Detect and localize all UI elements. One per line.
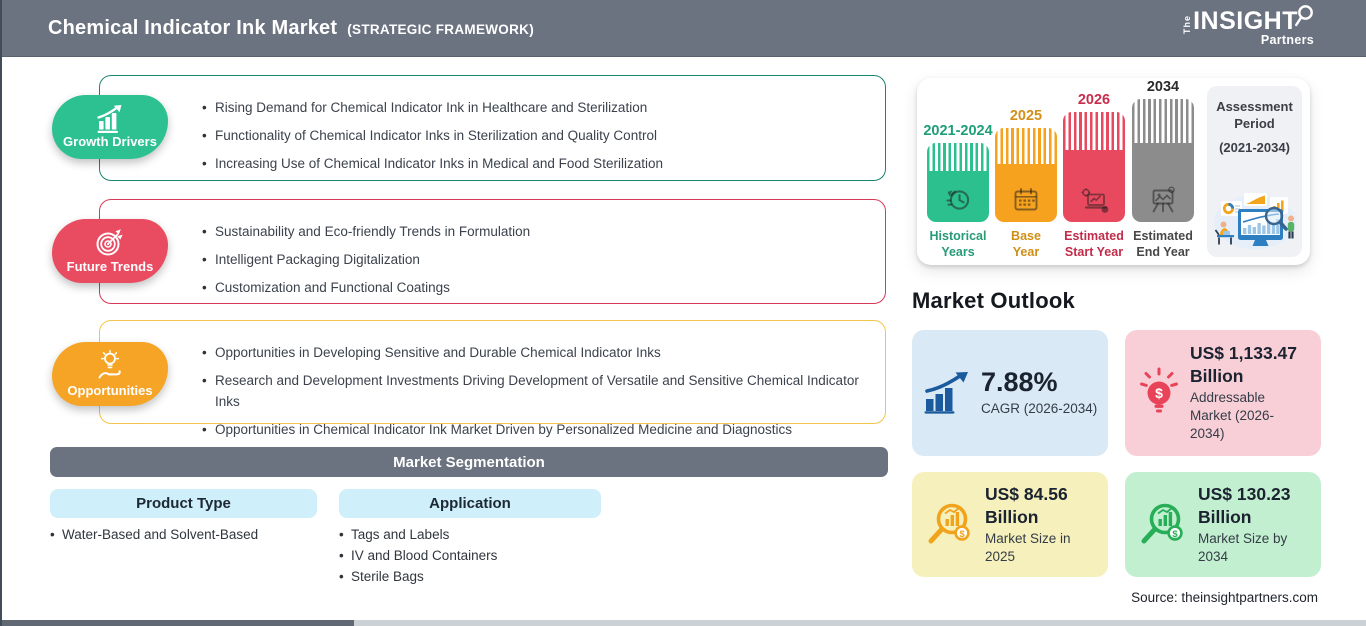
assessment-timeline-card: 2021-2024 2025 2026 2034 bbox=[917, 78, 1310, 265]
list-item: Water-Based and Solvent-Based bbox=[50, 524, 258, 545]
laptop-gear-icon bbox=[1081, 188, 1109, 213]
addressable-market-desc: Addressable Market (2026-2034) bbox=[1190, 389, 1275, 442]
opportunities-badge: Opportunities bbox=[52, 342, 168, 406]
bullet-item: Customization and Functional Coatings bbox=[202, 277, 867, 298]
calendar-icon bbox=[1014, 188, 1038, 211]
card-text: US$ 84.56 Billion Market Size in 2025 bbox=[985, 483, 1100, 566]
application-list: Tags and Labels IV and Blood Containers … bbox=[339, 524, 497, 587]
cagr-desc: CAGR (2026-2034) bbox=[981, 401, 1098, 417]
scrollbar-thumb[interactable] bbox=[2, 620, 354, 626]
bar-stripe-cap bbox=[927, 143, 989, 171]
presentation-board-icon bbox=[1152, 186, 1175, 213]
timeline-bar-start-year bbox=[1063, 112, 1125, 222]
analytics-illustration bbox=[1214, 193, 1296, 249]
card-text: US$ 1,133.47 Billion Addressable Market … bbox=[1190, 342, 1308, 443]
timeline-bar-historical bbox=[927, 143, 989, 222]
bullet-item: Intelligent Packaging Digitalization bbox=[202, 249, 867, 270]
badge-label: Opportunities bbox=[67, 383, 153, 398]
svg-text:$: $ bbox=[1172, 529, 1178, 540]
growth-drivers-box: Rising Demand for Chemical Indicator Ink… bbox=[99, 75, 886, 181]
cagr-value: 7.88% bbox=[981, 366, 1058, 397]
bullet-item: Research and Development Investments Dri… bbox=[202, 370, 867, 412]
bullet-item: Opportunities in Chemical Indicator Ink … bbox=[202, 419, 867, 440]
assessment-period-panel: Assessment Period (2021-2034) bbox=[1207, 86, 1302, 257]
svg-text:$: $ bbox=[1155, 385, 1163, 401]
bulb-hand-icon bbox=[98, 350, 121, 379]
brand-logo: The INSIGHT Partners bbox=[1182, 5, 1314, 47]
bullet-item: Rising Demand for Chemical Indicator Ink… bbox=[202, 97, 867, 118]
bar-body bbox=[927, 171, 989, 222]
bullet-item: Functionality of Chemical Indicator Inks… bbox=[202, 125, 867, 146]
source-attribution: Source: theinsightpartners.com bbox=[1131, 590, 1318, 605]
history-clock-icon bbox=[946, 190, 970, 210]
badge-label: Growth Drivers bbox=[63, 134, 157, 149]
future-trends-box: Sustainability and Eco-friendly Trends i… bbox=[99, 199, 886, 304]
timeline-year-label: 2021-2024 bbox=[923, 123, 993, 139]
list-item: Tags and Labels bbox=[339, 524, 497, 545]
badge-label: Future Trends bbox=[66, 259, 154, 274]
growth-drivers-badge: Growth Drivers bbox=[52, 95, 168, 159]
market-outlook-title: Market Outlook bbox=[912, 288, 1075, 313]
addressable-market-card: $ US$ 1,133.47 Billion Addressable Marke… bbox=[1125, 330, 1321, 456]
bar-body bbox=[995, 164, 1057, 222]
horizontal-scrollbar[interactable] bbox=[2, 620, 1366, 626]
magnifier-chart-icon: $ bbox=[1137, 500, 1189, 550]
future-trends-list: Sustainability and Eco-friendly Trends i… bbox=[100, 200, 885, 298]
timeline-year-label: 2025 bbox=[1009, 108, 1043, 124]
page-title: Chemical Indicator Ink Market bbox=[48, 16, 338, 39]
future-trends-badge: Future Trends bbox=[52, 219, 168, 283]
cagr-card: 7.88% CAGR (2026-2034) bbox=[912, 330, 1108, 456]
bar-chart-growth-icon bbox=[97, 105, 122, 133]
assessment-period-range: (2021-2034) bbox=[1219, 139, 1290, 155]
logo-partners-text: Partners bbox=[1260, 33, 1314, 47]
market-size-2025-value: US$ 84.56 Billion bbox=[985, 484, 1068, 527]
market-size-2025-card: $ US$ 84.56 Billion Market Size in 2025 bbox=[912, 472, 1108, 577]
timeline-year-label: 2034 bbox=[1146, 79, 1180, 95]
market-size-2034-value: US$ 130.23 Billion bbox=[1198, 484, 1291, 527]
header: Chemical Indicator Ink Market (STRATEGIC… bbox=[2, 0, 1366, 57]
growth-drivers-list: Rising Demand for Chemical Indicator Ink… bbox=[100, 76, 885, 174]
dollar-bulb-icon: $ bbox=[1137, 366, 1181, 420]
logo-main: INSIGHT Partners bbox=[1193, 5, 1314, 47]
bar-body bbox=[1132, 143, 1194, 222]
application-header: Application bbox=[339, 489, 601, 518]
timeline-bar-end-year bbox=[1132, 99, 1194, 222]
logo-insight-text: INSIGHT bbox=[1193, 7, 1298, 35]
market-segmentation-header: Market Segmentation bbox=[50, 447, 888, 477]
opportunities-box: Opportunities in Developing Sensitive an… bbox=[99, 320, 886, 440]
svg-text:$: $ bbox=[959, 529, 965, 540]
magnifier-chart-icon: $ bbox=[924, 500, 976, 550]
list-item: IV and Blood Containers bbox=[339, 545, 497, 566]
growth-arrow-chart-icon bbox=[924, 372, 972, 414]
card-text: US$ 130.23 Billion Market Size by 2034 bbox=[1198, 483, 1313, 566]
timeline-bar-base-year bbox=[995, 128, 1057, 222]
product-type-header: Product Type bbox=[50, 489, 317, 518]
bar-body bbox=[1063, 150, 1125, 222]
logo-the-text: The bbox=[1182, 15, 1193, 35]
target-dart-icon bbox=[96, 229, 123, 256]
addressable-market-value: US$ 1,133.47 Billion bbox=[1190, 343, 1298, 387]
magnifier-ring-icon bbox=[1295, 5, 1313, 27]
market-size-2025-desc: Market Size in 2025 bbox=[985, 530, 1071, 564]
bar-stripe-cap bbox=[1132, 99, 1194, 143]
assessment-period-title: Assessment Period bbox=[1216, 99, 1293, 131]
market-size-2034-card: $ US$ 130.23 Billion Market Size by 2034 bbox=[1125, 472, 1321, 577]
bullet-item: Opportunities in Developing Sensitive an… bbox=[202, 342, 867, 363]
page-subtitle: (STRATEGIC FRAMEWORK) bbox=[347, 21, 534, 37]
bar-stripe-cap bbox=[995, 128, 1057, 164]
product-type-list: Water-Based and Solvent-Based bbox=[50, 524, 258, 545]
bullet-item: Sustainability and Eco-friendly Trends i… bbox=[202, 221, 867, 242]
bullet-item: Increasing Use of Chemical Indicator Ink… bbox=[202, 153, 867, 174]
card-text: 7.88% CAGR (2026-2034) bbox=[981, 366, 1100, 419]
opportunities-list: Opportunities in Developing Sensitive an… bbox=[100, 321, 885, 440]
header-titles: Chemical Indicator Ink Market (STRATEGIC… bbox=[48, 17, 534, 40]
list-item: Sterile Bags bbox=[339, 566, 497, 587]
bar-stripe-cap bbox=[1063, 112, 1125, 150]
market-size-2034-desc: Market Size by 2034 bbox=[1198, 530, 1288, 564]
timeline-year-label: 2026 bbox=[1077, 92, 1111, 108]
